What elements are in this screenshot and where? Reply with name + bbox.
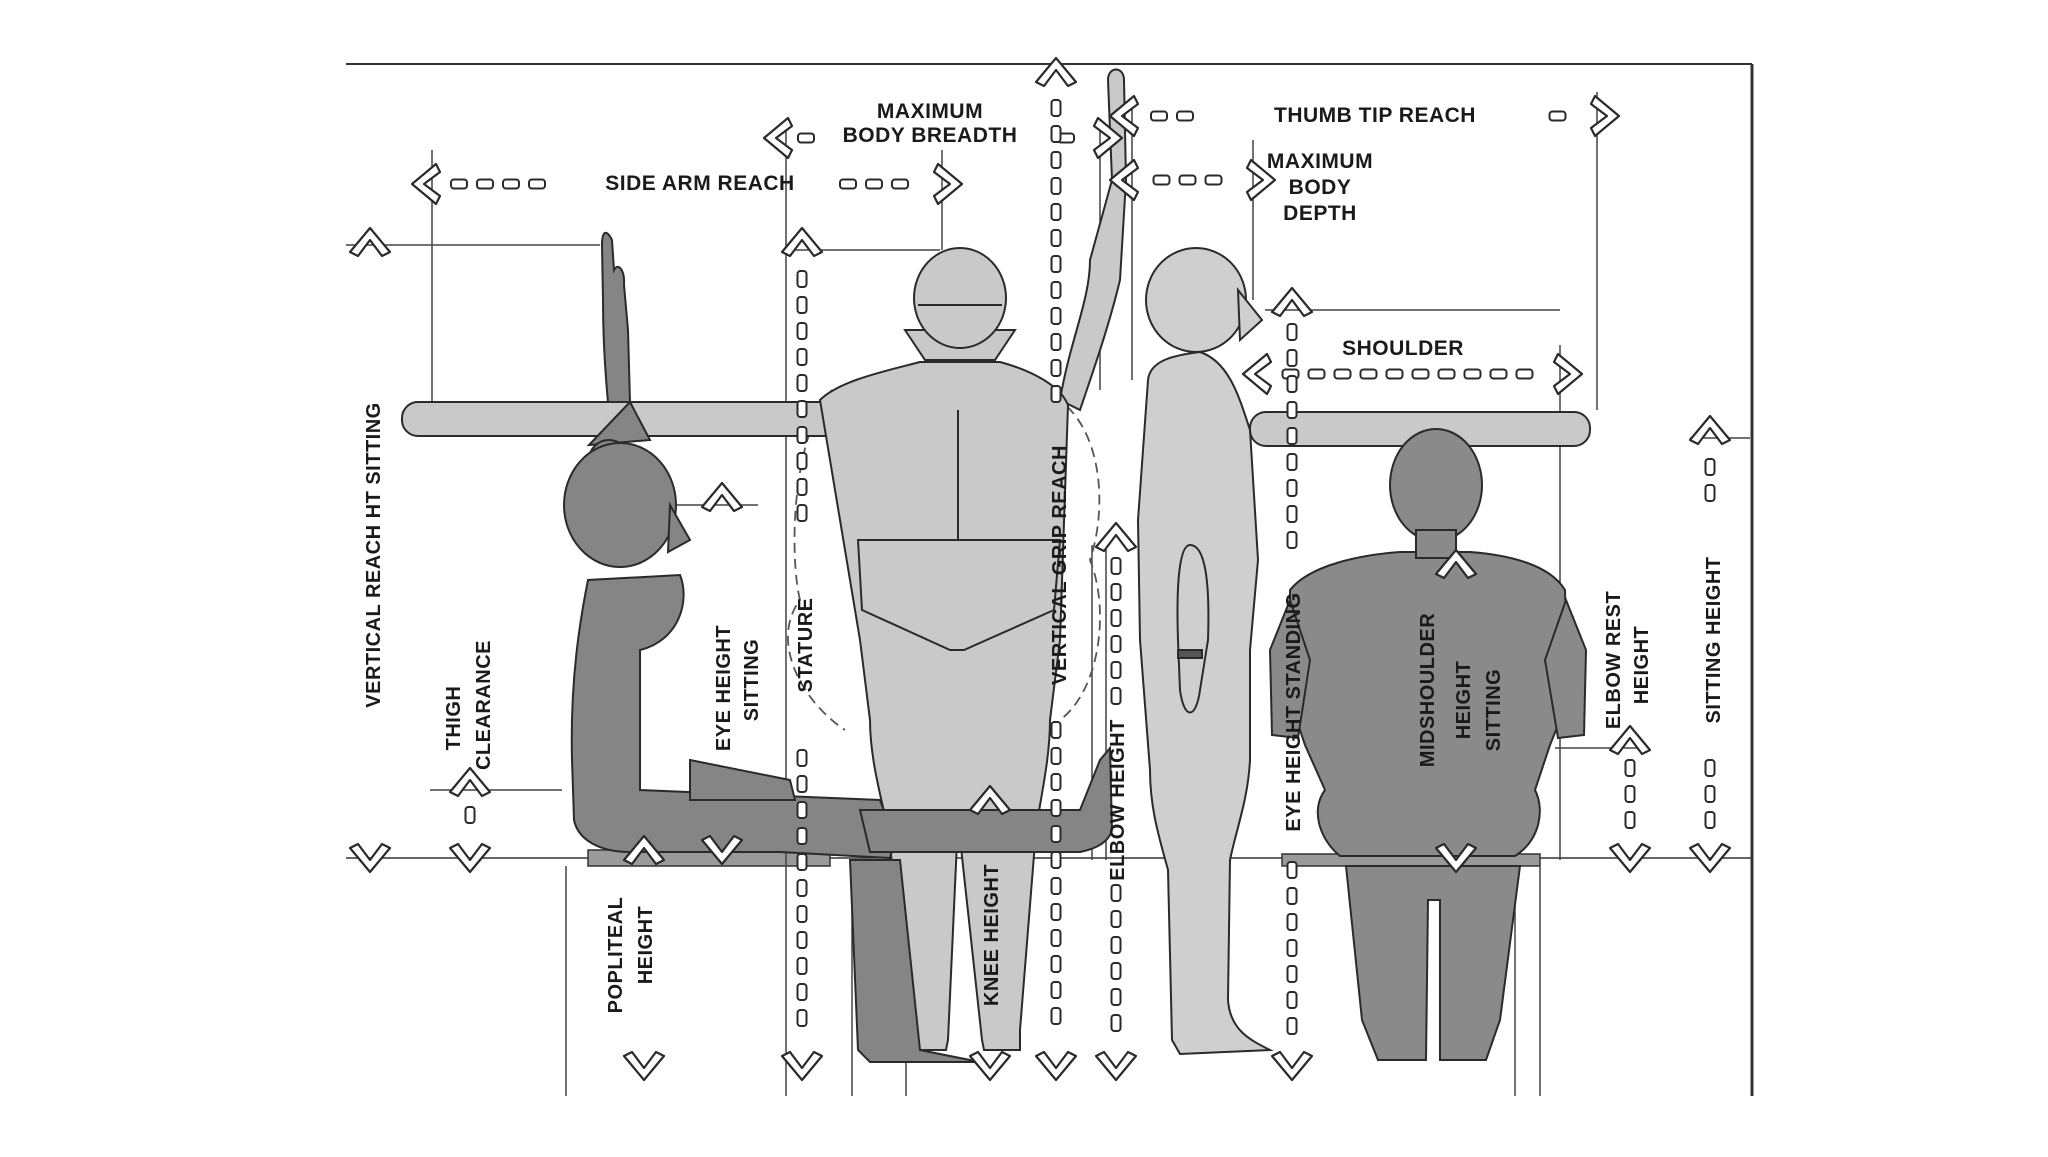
side-head: [1145, 247, 1247, 353]
arrow-eye-height-sitting: [700, 481, 744, 866]
arrow-midshoulder-height-sitting: [1434, 548, 1478, 874]
dimension-arrows: [348, 56, 1732, 1082]
label-midshoulder-line1: MIDSHOULDER: [1417, 613, 1439, 767]
label-side-arm-reach: SIDE ARM REACH: [605, 172, 794, 195]
label-thumb-tip-reach: THUMB TIP REACH: [1274, 104, 1476, 127]
labels: SIDE ARM REACH MAXIMUM BODY BREADTH THUM…: [363, 100, 1725, 1013]
arrow-side-arm-reach: [410, 162, 964, 206]
label-stature: STATURE: [795, 598, 817, 693]
label-sitting-height: SITTING HEIGHT: [1703, 557, 1725, 724]
arrow-max-body-depth: [1108, 158, 1277, 202]
label-popliteal-line1: POPLITEAL: [605, 897, 627, 1014]
reach-envelope: [787, 389, 1101, 731]
arrow-vertical-reach-ht-sitting: [348, 226, 392, 874]
figure-standing-front: [401, 68, 1128, 1051]
label-thigh-clearance-line2: CLEARANCE: [473, 640, 495, 770]
seated-body: [570, 573, 897, 860]
label-max-body-breadth-line2: BODY BREADTH: [843, 124, 1018, 147]
label-elbow-rest-line2: HEIGHT: [1631, 626, 1653, 705]
label-shoulder: SHOULDER: [1342, 337, 1464, 360]
label-vertical-reach-ht-sitting: VERTICAL REACH HT SITTING: [363, 402, 385, 707]
side-arm: [1176, 543, 1210, 714]
label-max-body-depth-line3: DEPTH: [1283, 202, 1357, 225]
leg-extended: [858, 745, 1114, 853]
label-max-body-breadth-line1: MAXIMUM: [877, 100, 983, 123]
figure-standing-side: [1136, 247, 1274, 1056]
arrow-max-body-breadth: [762, 116, 1124, 160]
label-midshoulder-line3: SITTING: [1483, 669, 1505, 751]
seated-head: [563, 442, 677, 568]
label-knee-height: KNEE HEIGHT: [981, 864, 1003, 1006]
label-eye-height-standing: EYE HEIGHT STANDING: [1283, 592, 1305, 831]
arrow-vertical-grip-reach: [1034, 56, 1078, 1082]
label-thigh-clearance-line1: THIGH: [443, 686, 465, 751]
raised-arm-left: [600, 231, 632, 403]
label-max-body-depth-line2: BODY: [1289, 176, 1352, 199]
figure-seated-back: [1249, 411, 1591, 1061]
arrow-elbow-height: [1094, 521, 1138, 1082]
arrow-eye-height-standing: [1270, 286, 1314, 1082]
label-eye-height-sitting-line1: EYE HEIGHT: [713, 625, 735, 751]
label-midshoulder-line2: HEIGHT: [1453, 661, 1475, 740]
label-eye-height-sitting-line2: SITTING: [741, 639, 763, 721]
arrow-shoulder: [1241, 352, 1584, 396]
arrow-elbow-rest-height: [1608, 724, 1652, 874]
arrow-stature: [780, 226, 824, 1082]
label-elbow-rest-line1: ELBOW REST: [1603, 591, 1625, 729]
figure-seated-side: [563, 231, 1114, 1063]
arrow-thumb-tip-reach: [1108, 94, 1621, 138]
side-body: [1136, 350, 1274, 1056]
arrow-popliteal-height: [622, 834, 666, 1082]
label-elbow-height: ELBOW HEIGHT: [1107, 719, 1129, 881]
arrow-thigh-clearance: [448, 766, 492, 874]
arrow-knee-height: [968, 784, 1012, 1082]
label-popliteal-line2: HEIGHT: [635, 906, 657, 985]
label-vertical-grip-reach: VERTICAL GRIP REACH: [1049, 445, 1071, 685]
arrow-sitting-height: [1688, 414, 1732, 874]
label-max-body-depth-line1: MAXIMUM: [1267, 150, 1373, 173]
back-head: [1389, 428, 1483, 542]
head: [913, 247, 1007, 349]
raised-arm-right: [1058, 68, 1128, 412]
